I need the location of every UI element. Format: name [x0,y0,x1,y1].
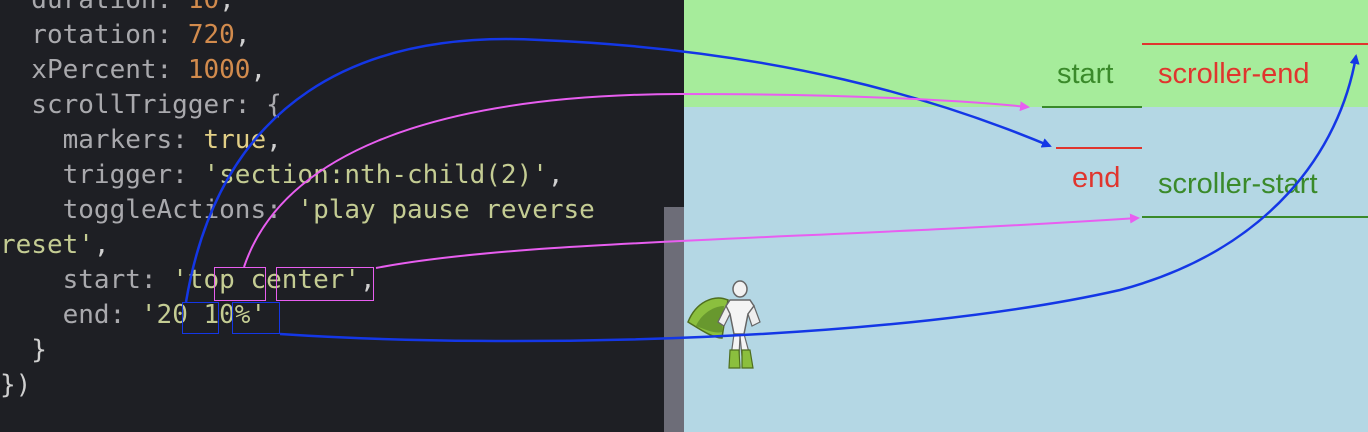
end-marker-line [1056,147,1142,149]
code-token: end: [0,300,141,330]
code-line: toggleActions: 'play pause reverse [0,193,595,228]
code-line: } [0,333,47,368]
viewport-top-section [684,0,1368,107]
code-line: xPercent: 1000, [0,53,266,88]
code-token: , [250,55,267,85]
code-line: duration: 10, [0,0,235,18]
code-line: rotation: 720, [0,18,250,53]
code-token: reset' [0,230,94,260]
arrow-center-to-scroller-start [375,213,1140,269]
code-token: }) [0,370,32,400]
code-line: trigger: 'section:nth-child(2)', [0,158,564,193]
ten-percent-token-highlight [232,302,280,334]
code-token: '20 10%' [140,300,267,330]
code-line: end: '20 10%' [0,298,267,333]
code-token: , [360,265,376,295]
twenty-token-highlight [182,302,219,334]
scroller-start-marker-line [1142,216,1368,218]
code-token: toggleActions: [0,195,298,225]
code-token: 'section:nth-child(2)' [203,160,548,190]
scroll-track [664,207,684,432]
arrow-ten-percent-to-scroller-end [279,54,1360,343]
code-token: markers: [0,125,204,155]
code-token: scrollTrigger: { [0,90,282,120]
code-line: }) [0,368,31,403]
code-token: , [547,160,564,190]
code-line: scrollTrigger: { [0,88,282,123]
viewport-trigger-section [684,107,1368,432]
end-marker-label: end [1072,162,1121,194]
code-token: rotation: [0,20,188,50]
center-token-highlight [276,267,374,301]
scroller-end-marker-label: scroller-end [1158,58,1310,90]
start-marker-label: start [1057,58,1114,90]
code-token: 'play pause reverse [297,195,595,225]
arrow-top-to-start [243,92,1030,268]
code-token: } [0,335,47,365]
code-token: 'top center' [172,265,361,295]
code-token: start: [0,265,173,295]
code-token: 720 [187,20,235,50]
code-token: , [219,0,235,15]
start-marker-line [1042,106,1142,108]
top-token-highlight [214,267,266,301]
code-token: 10 [187,0,220,15]
code-token: , [234,20,251,50]
code-token: , [266,125,282,155]
code-token: trigger: [0,160,204,190]
code-token: xPercent: [0,55,188,85]
code-token: , [93,230,110,260]
code-line: reset', [0,228,110,263]
arrow-twenty-to-end [184,37,1052,303]
scroller-start-marker-label: scroller-start [1158,168,1318,200]
scroller-end-marker-line [1142,43,1368,45]
code-token: 1000 [187,55,251,85]
code-line: start: 'top center', [0,263,376,298]
code-token: duration: [0,0,188,15]
